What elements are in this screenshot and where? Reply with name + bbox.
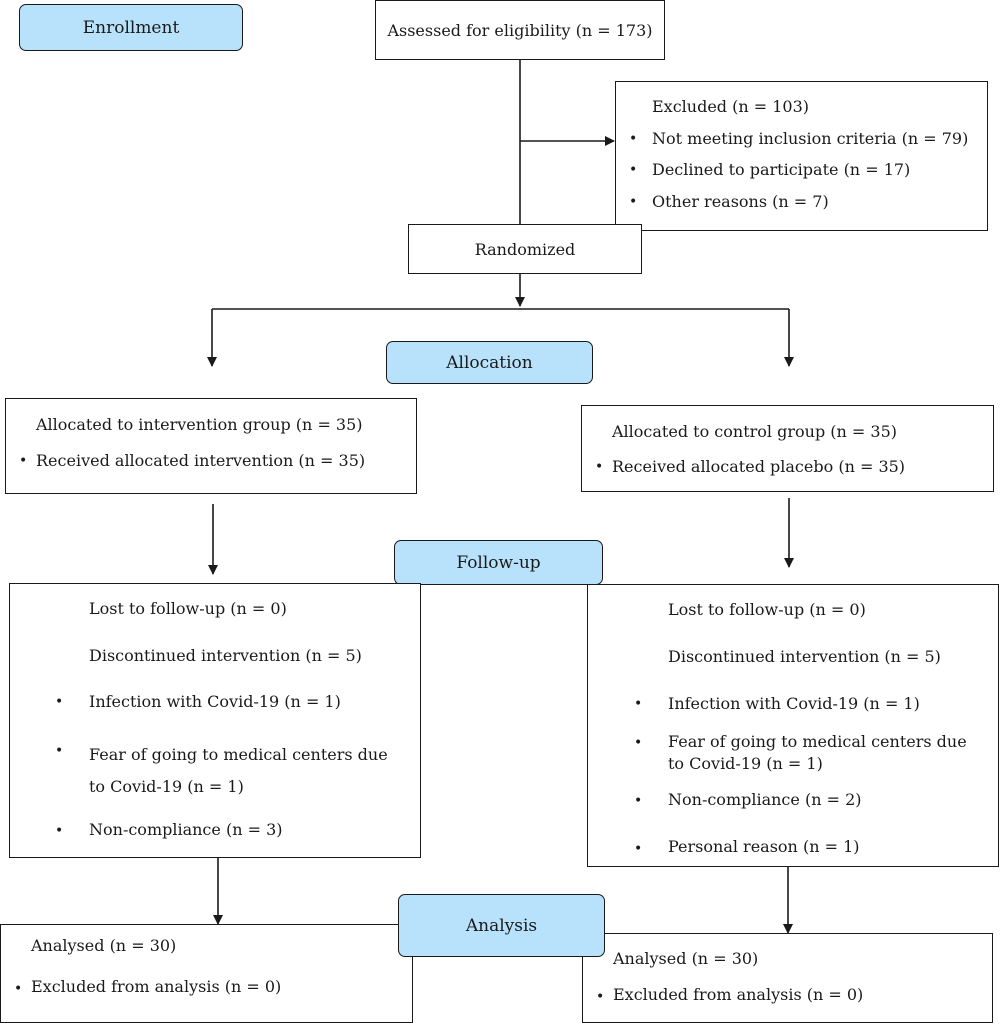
bullet-icon: • xyxy=(55,823,64,839)
bullet-icon: • xyxy=(55,694,64,710)
intervention-excluded-analysis-text: Excluded from analysis (n = 0) xyxy=(31,977,282,996)
excluded-item: Declined to participate (n = 17) xyxy=(652,160,911,179)
control-excluded-analysis-text: Excluded from analysis (n = 0) xyxy=(613,985,864,1004)
stage-analysis: Analysis xyxy=(398,894,605,957)
control-discontinued-text: Discontinued intervention (n = 5) xyxy=(668,647,941,666)
bullet-icon: • xyxy=(19,453,28,469)
intervention-reason: Infection with Covid-19 (n = 1) xyxy=(89,692,341,711)
bullet-icon: • xyxy=(634,793,643,809)
stage-allocation-label: Allocation xyxy=(446,352,533,373)
control-analysed-text: Analysed (n = 30) xyxy=(613,949,759,968)
intervention-followup-box: Lost to follow-up (n = 0) Discontinued i… xyxy=(9,583,421,858)
intervention-received-text: Received allocated intervention (n = 35) xyxy=(36,451,366,470)
assessed-box: Assessed for eligibility (n = 173) xyxy=(375,0,665,60)
bullet-icon: • xyxy=(634,735,643,751)
intervention-allocation-box: Allocated to intervention group (n = 35)… xyxy=(5,398,417,494)
bullet-icon: • xyxy=(634,841,643,857)
excluded-item: Not meeting inclusion criteria (n = 79) xyxy=(652,129,969,148)
randomized-box: Randomized xyxy=(408,224,642,274)
control-reason: Non-compliance (n = 2) xyxy=(668,790,862,809)
control-received-text: Received allocated placebo (n = 35) xyxy=(612,457,906,476)
bullet-icon: • xyxy=(629,162,638,178)
control-followup-box: Lost to follow-up (n = 0) Discontinued i… xyxy=(587,584,999,867)
stage-enrollment: Enrollment xyxy=(19,4,243,51)
control-reason: Personal reason (n = 1) xyxy=(668,837,860,856)
control-allocated-text: Allocated to control group (n = 35) xyxy=(612,422,897,441)
intervention-discontinued-text: Discontinued intervention (n = 5) xyxy=(89,646,362,665)
assessed-text: Assessed for eligibility (n = 173) xyxy=(387,20,653,40)
stage-analysis-label: Analysis xyxy=(465,915,538,936)
bullet-icon: • xyxy=(634,696,643,712)
bullet-icon: • xyxy=(595,459,604,475)
control-reason: Fear of going to medical centers due to … xyxy=(668,732,967,773)
stage-allocation: Allocation xyxy=(386,341,593,384)
stage-enrollment-label: Enrollment xyxy=(82,17,180,38)
randomized-text: Randomized xyxy=(474,239,576,259)
excluded-title: Excluded (n = 103) xyxy=(652,97,810,116)
bullet-icon: • xyxy=(55,743,64,759)
intervention-reason: Fear of going to medical centers due to … xyxy=(89,745,388,796)
bullet-icon: • xyxy=(596,989,605,1005)
excluded-item: Other reasons (n = 7) xyxy=(652,192,829,211)
intervention-analysis-box: Analysed (n = 30) • Excluded from analys… xyxy=(0,924,413,1023)
control-analysis-box: Analysed (n = 30) • Excluded from analys… xyxy=(582,933,993,1023)
bullet-icon: • xyxy=(14,981,23,997)
control-reason: Infection with Covid-19 (n = 1) xyxy=(668,694,920,713)
intervention-lost-text: Lost to follow-up (n = 0) xyxy=(89,599,287,618)
control-lost-text: Lost to follow-up (n = 0) xyxy=(668,600,866,619)
bullet-icon: • xyxy=(629,131,638,147)
bullet-icon: • xyxy=(629,194,638,210)
intervention-allocated-text: Allocated to intervention group (n = 35) xyxy=(36,415,363,434)
intervention-reason: Non-compliance (n = 3) xyxy=(89,820,283,839)
stage-follow-up: Follow-up xyxy=(394,540,603,585)
intervention-analysed-text: Analysed (n = 30) xyxy=(31,936,177,955)
control-allocation-box: Allocated to control group (n = 35) • Re… xyxy=(581,405,994,492)
stage-follow-up-label: Follow-up xyxy=(456,552,541,573)
excluded-box: Excluded (n = 103) • Not meeting inclusi… xyxy=(615,81,988,231)
